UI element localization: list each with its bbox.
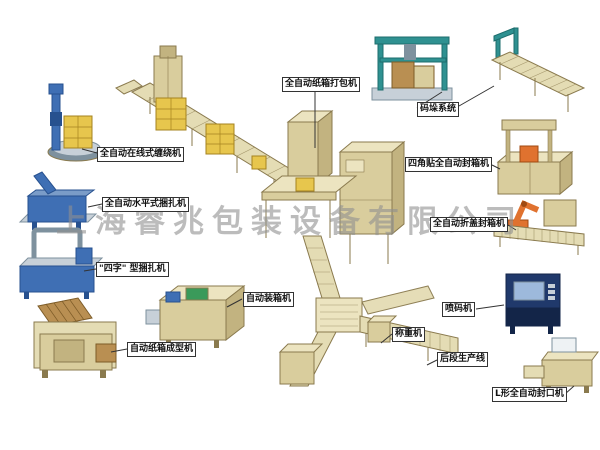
machine-palletizer (371, 36, 453, 101)
machine-corner-sealer (496, 119, 574, 196)
machine-palletizing-conveyor (490, 27, 586, 112)
label-palletizing-system: 码垛系统 (417, 102, 460, 117)
machine-infeed-conveyor (115, 45, 302, 195)
label-corner-sealer: 四角贴全自动封箱机 (405, 157, 493, 172)
machine-stretch-wrapper (47, 83, 105, 162)
label-case-packer: 自动装箱机 (243, 292, 295, 307)
machine-l-sealer (523, 337, 599, 393)
machine-horizontal-strapper (18, 171, 98, 230)
machine-central-packer (260, 109, 406, 299)
label-stretch-wrapper: 全自动在线式缠绕机 (97, 147, 185, 162)
machine-inkjet-coder (505, 273, 561, 334)
label-siji-strapper: "四字" 型捆扎机 (96, 262, 169, 277)
label-checkweigher: 称重机 (392, 327, 426, 342)
carton-stack (155, 97, 187, 131)
machine-checkweigher (366, 315, 398, 343)
label-l-sealer: L形全自动封口机 (492, 387, 567, 402)
machine-case-packer (145, 284, 246, 348)
machine-outfeed-conveyors (278, 285, 459, 387)
label-carton-strapping-machine: 全自动纸箱打包机 (282, 77, 361, 92)
label-flap-fold-sealer: 全自动折盖封箱机 (430, 217, 509, 232)
carton-box (251, 155, 267, 170)
machine-flap-fold-sealer (493, 199, 585, 255)
label-backend-line: 后段生产线 (437, 352, 489, 367)
label-horizontal-strapper: 全自动水平式捆扎机 (102, 197, 190, 212)
label-inkjet-coder: 喷码机 (442, 302, 476, 317)
machine-carton-erector (33, 297, 117, 378)
carton-stack (205, 123, 235, 155)
leader-lines (81, 85, 575, 395)
label-carton-erector: 自动纸箱成型机 (127, 342, 197, 357)
machine-siji-strapper (18, 227, 104, 299)
